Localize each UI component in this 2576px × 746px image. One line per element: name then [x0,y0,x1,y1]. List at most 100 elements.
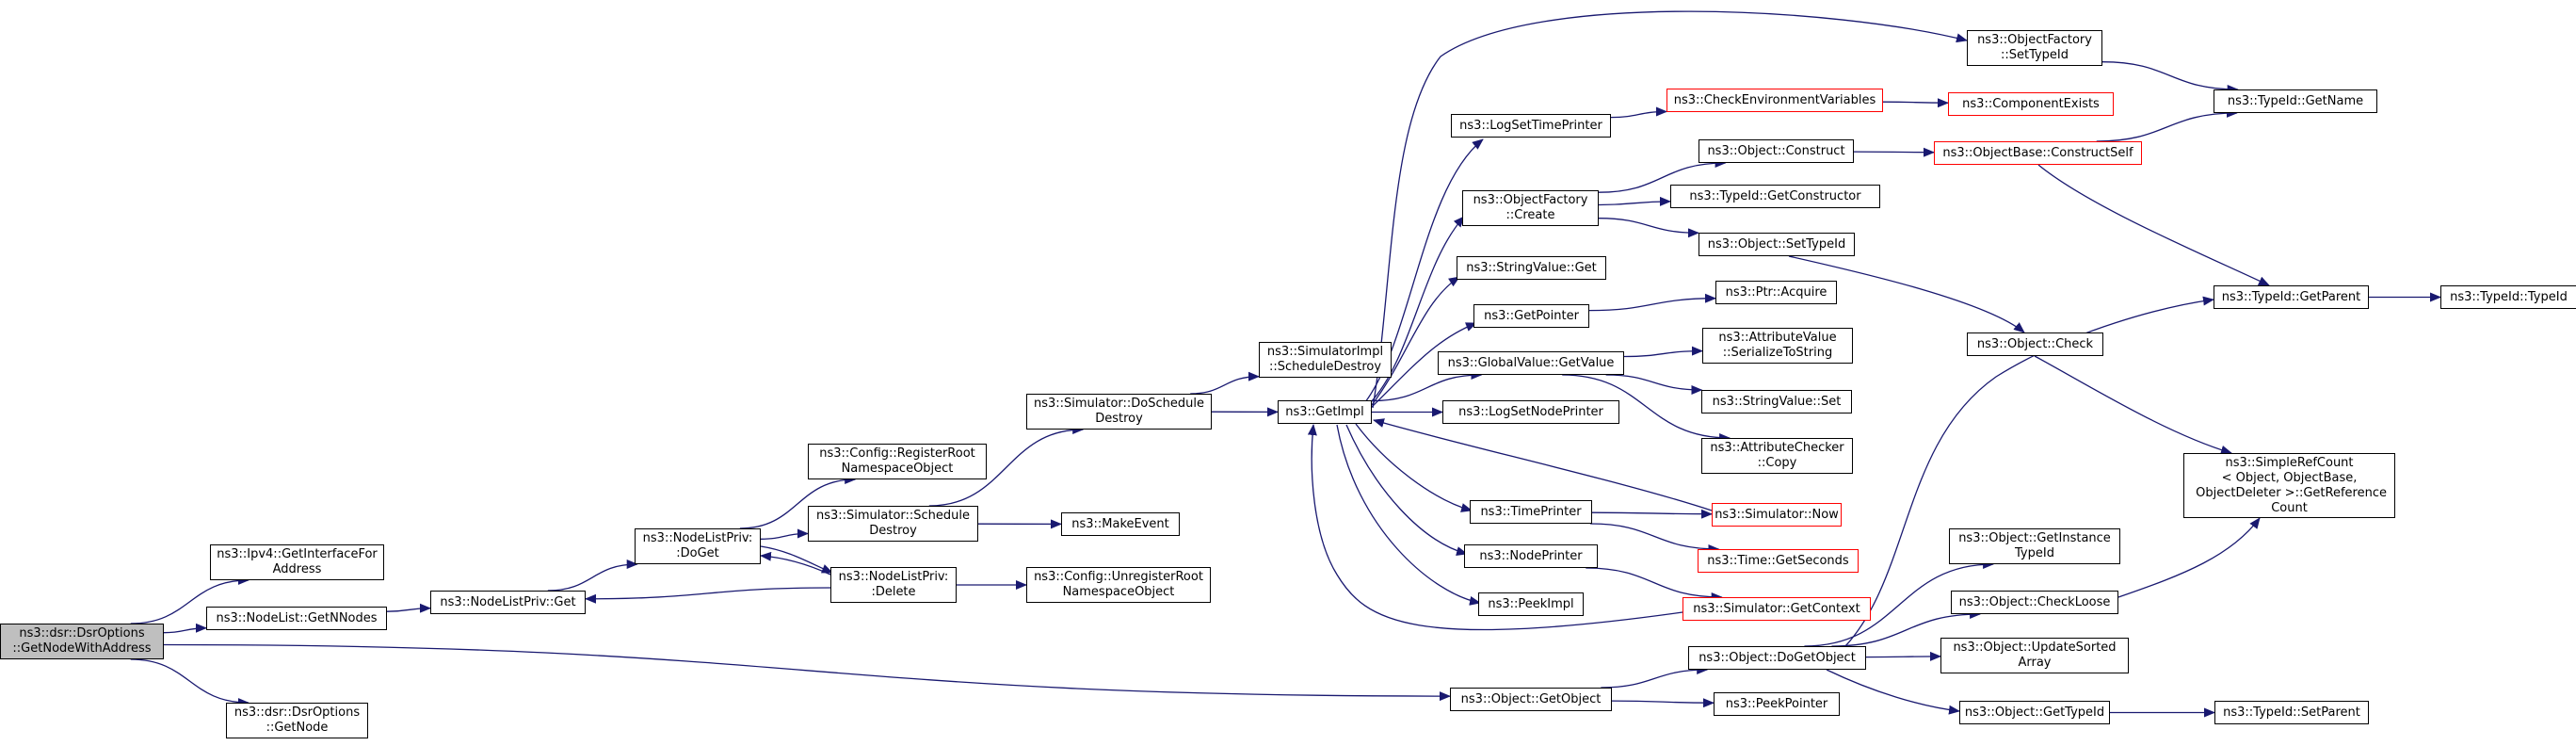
edge-get_pointer-to-ptr_acquire [1588,293,1716,312]
node-object-check[interactable]: ns3::Object::Check [1967,332,2103,356]
edge-sim_schedule_destroy-to-sim_doschedule_destroy [928,425,1085,507]
node-attrchecker-copy[interactable]: ns3::AttributeChecker ::Copy [1701,438,1853,474]
node-stringvalue-set[interactable]: ns3::StringValue::Set [1701,390,1852,414]
edge-nlp_doget-to-nlp_delete [760,545,833,574]
node-simulator-getcontext[interactable]: ns3::Simulator::GetContext [1682,597,1871,621]
node-peek-pointer[interactable]: ns3::PeekPointer [1714,692,1840,716]
node-typeid-getconstructor[interactable]: ns3::TypeId::GetConstructor [1670,185,1880,208]
node-make-event[interactable]: ns3::MakeEvent [1061,512,1180,536]
node-simplerefcount[interactable]: ns3::SimpleRefCount < Object, ObjectBase… [2183,453,2395,518]
node-sim-schedule-destroy[interactable]: ns3::Simulator::Schedule Destroy [808,506,978,542]
edge-nodelist_getn-to-nlp_get [386,603,431,613]
node-simulator-now[interactable]: ns3::Simulator::Now [1712,503,1842,527]
node-simimpl-sched-destroy[interactable]: ns3::SimulatorImpl ::ScheduleDestroy [1259,342,1392,378]
edge-object_settypeid-to-object_check [1788,255,2025,333]
node-dsr-getnode[interactable]: ns3::dsr::DsrOptions ::GetNode [226,703,368,738]
node-object-getobject[interactable]: ns3::Object::GetObject [1450,688,1612,711]
node-nodelist-getn[interactable]: ns3::NodeList::GetNNodes [206,607,387,630]
edge-get_impl-to-get_pointer [1371,322,1477,408]
edge-object_dogetobject-to-object_checkloose [1831,609,1982,647]
edge-object_getobject-to-object_dogetobject [1601,665,1709,689]
edge-nlp_doget-to-sim_schedule_destroy [760,528,809,540]
node-typeid-setparent[interactable]: ns3::TypeId::SetParent [2214,701,2369,724]
node-ptr-acquire[interactable]: ns3::Ptr::Acquire [1715,281,1837,304]
edge-simulator_getcontext-to-get_impl [1307,424,1683,631]
edge-object_dogetobject-to-object_gettypeid [1826,669,1960,715]
edge-root-to-ipv4_getif [130,576,250,624]
node-object-construct[interactable]: ns3::Object::Construct [1699,139,1854,163]
node-peek-impl[interactable]: ns3::PeekImpl [1478,592,1584,616]
edge-object_dogetobject-to-object_getinstancetypeid [1804,560,1995,647]
edge-objectbase_constructself-to-typeid_getname [2096,108,2238,142]
node-objfactory-settypeid[interactable]: ns3::ObjectFactory ::SetTypeId [1967,30,2102,66]
node-object-dogetobject[interactable]: ns3::Object::DoGetObject [1688,646,1866,670]
edge-root-to-dsr_getnode [130,658,250,707]
node-objectbase-constructself[interactable]: ns3::ObjectBase::ConstructSelf [1934,141,2142,165]
node-nlp-delete[interactable]: ns3::NodeListPriv: :Delete [830,567,957,603]
edge-nlp_doget-to-cfg_register [739,475,857,529]
edge-log_set_time_printer-to-check_env_vars [1610,106,1667,119]
edge-nlp_delete-to-nlp_doget [760,551,831,576]
node-nlp-doget[interactable]: ns3::NodeListPriv: :DoGet [635,528,761,564]
edge-object_construct-to-objectbase_constructself [1853,147,1935,157]
node-sim-doschedule-destroy[interactable]: ns3::Simulator::DoSchedule Destroy [1026,394,1212,430]
edge-get_impl-to-peek_impl [1336,424,1481,606]
edge-root-to-nodelist_getn [163,623,207,634]
edge-objfactory_create-to-typeid_getconstructor [1598,196,1671,206]
edge-nlp_delete-to-nlp_get [585,587,831,604]
edge-check_env_vars-to-component_exists [1882,98,1949,108]
node-object-gettypeid[interactable]: ns3::Object::GetTypeId [1959,701,2110,724]
edge-time_printer-to-time_getseconds [1590,523,1720,554]
edge-get_impl-to-stringvalue_get [1371,276,1460,406]
edge-simulator_now-to-get_impl [1373,418,1713,511]
node-root: ns3::dsr::DsrOptions ::GetNodeWithAddres… [0,624,164,659]
edge-globalvalue_getvalue-to-stringvalue_set [1605,374,1703,395]
edge-globalvalue_getvalue-to-attrchecker_copy [1562,374,1731,443]
node-get-impl[interactable]: ns3::GetImpl [1278,400,1372,424]
node-cfg-register[interactable]: ns3::Config::RegisterRoot NamespaceObjec… [808,444,987,479]
edge-object_getobject-to-peek_pointer [1611,698,1715,708]
node-globalvalue-getvalue[interactable]: ns3::GlobalValue::GetValue [1438,351,1624,375]
edge-get_impl-to-globalvalue_getvalue [1371,370,1483,402]
edge-nlp_get-to-nlp_doget [547,560,638,592]
node-object-updatesortedarray[interactable]: ns3::Object::UpdateSorted Array [1940,638,2129,673]
edge-object_check-to-simplerefcount [2034,355,2232,455]
node-log-set-node-printer[interactable]: ns3::LogSetNodePrinter [1442,400,1619,424]
node-typeid-getparent[interactable]: ns3::TypeId::GetParent [2214,285,2369,309]
edge-get_impl-to-time_printer [1355,423,1473,512]
edge-objectbase_constructself-to-typeid_getparent [2037,164,2270,286]
node-time-getseconds[interactable]: ns3::Time::GetSeconds [1698,549,1859,573]
edge-objfactory_settypeid-to-typeid_getname [2101,61,2239,94]
edge-get_impl-to-objfactory_settypeid [1372,10,1968,409]
node-time-printer[interactable]: ns3::TimePrinter [1470,500,1592,524]
node-cfg-unregister[interactable]: ns3::Config::UnregisterRoot NamespaceObj… [1026,567,1211,603]
node-object-settypeid[interactable]: ns3::Object::SetTypeId [1699,233,1855,256]
edge-get_impl-to-node_printer [1345,424,1468,556]
edge-objfactory_create-to-object_settypeid [1598,218,1699,238]
edge-objfactory_create-to-object_construct [1598,158,1727,193]
node-object-getinstancetypeid[interactable]: ns3::Object::GetInstance TypeId [1949,528,2120,564]
node-check-env-vars[interactable]: ns3::CheckEnvironmentVariables [1666,89,1883,112]
node-object-checkloose[interactable]: ns3::Object::CheckLoose [1951,591,2118,614]
node-ipv4-getif[interactable]: ns3::Ipv4::GetInterfaceFor Address [210,544,384,580]
node-node-printer[interactable]: ns3::NodePrinter [1464,544,1598,568]
node-nlp-get[interactable]: ns3::NodeListPriv::Get [430,591,586,614]
edge-object_checkloose-to-simplerefcount [2117,517,2261,598]
node-typeid-typeid[interactable]: ns3::TypeId::TypeId [2440,285,2576,309]
node-component-exists[interactable]: ns3::ComponentExists [1948,92,2114,116]
edge-object_dogetobject-to-typeid_getparent [1844,296,2214,647]
edge-sim_doschedule_destroy-to-simimpl_sched_destroy [1190,371,1260,395]
node-log-set-time-printer[interactable]: ns3::LogSetTimePrinter [1451,114,1611,138]
edge-get_impl-to-objfactory_create [1369,216,1465,404]
edge-layer [130,10,2441,718]
edge-time_printer-to-simulator_now [1591,509,1713,519]
edge-globalvalue_getvalue-to-attrvalue_serialize [1623,346,1703,358]
edge-root-to-object_getobject [163,643,1451,702]
node-typeid-getname[interactable]: ns3::TypeId::GetName [2214,89,2377,113]
node-attrvalue-serialize[interactable]: ns3::AttributeValue ::SerializeToString [1702,328,1853,364]
node-get-pointer[interactable]: ns3::GetPointer [1473,304,1589,328]
edge-node_printer-to-simulator_getcontext [1586,567,1723,602]
node-objfactory-create[interactable]: ns3::ObjectFactory ::Create [1462,190,1599,226]
node-stringvalue-get[interactable]: ns3::StringValue::Get [1457,256,1606,280]
